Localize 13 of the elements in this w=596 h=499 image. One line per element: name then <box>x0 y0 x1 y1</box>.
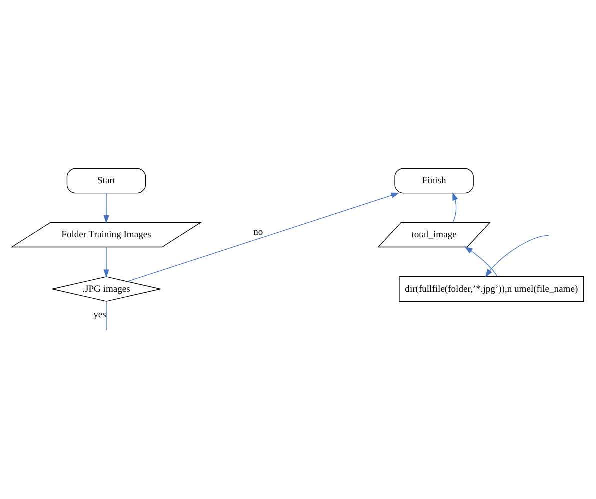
edge-label: yes <box>94 309 106 320</box>
node-diamond: .JPG images <box>52 276 161 302</box>
arrow <box>464 246 498 276</box>
arrow <box>452 192 458 222</box>
arrow <box>127 192 400 282</box>
edge-label: no <box>254 226 264 238</box>
arrow <box>104 192 110 224</box>
connector <box>106 300 107 330</box>
node-box: Finish <box>394 168 474 194</box>
arrow <box>485 234 550 277</box>
node-box: dir(fullfile(folder,’*.jpg’)),n umel(file_name) <box>399 276 584 302</box>
arrow <box>104 246 110 278</box>
node-box: Start <box>66 168 146 194</box>
